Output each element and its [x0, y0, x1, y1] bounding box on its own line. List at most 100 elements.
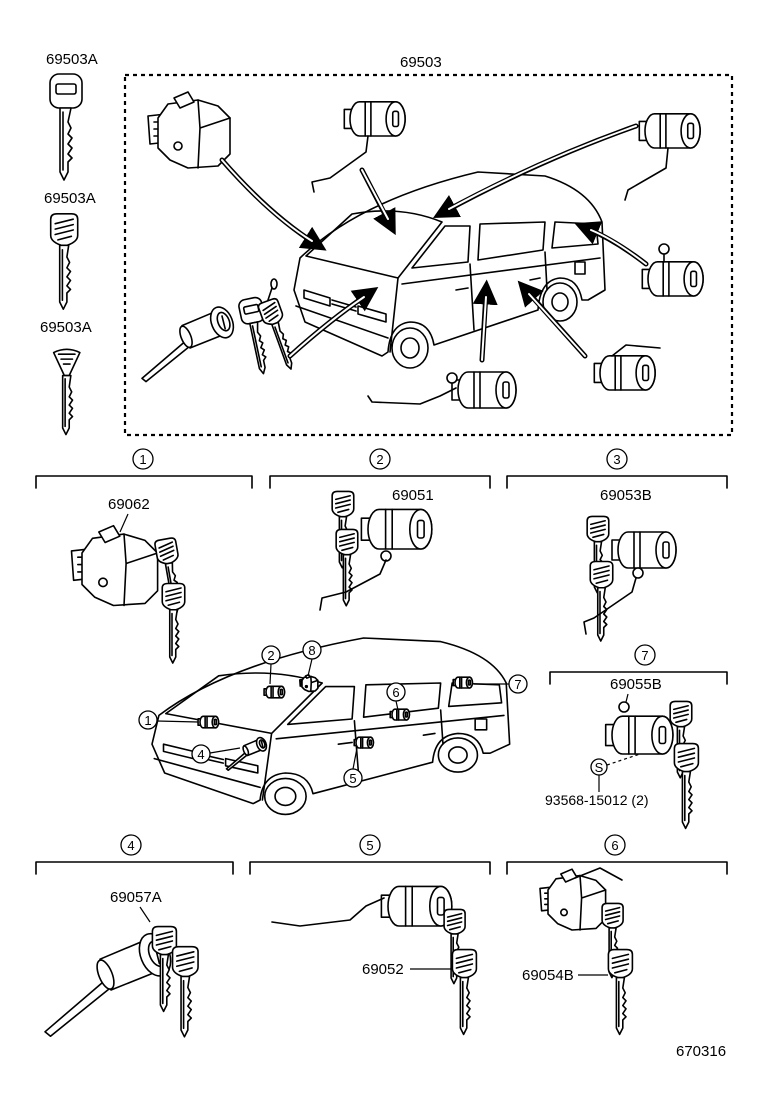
van-callout-6: 6 — [386, 682, 406, 702]
section-4-number: 4 — [127, 838, 134, 853]
assembly-part-right-middle-cylinder — [641, 244, 704, 297]
key-part-label-2: 69503A — [44, 190, 96, 207]
assembly-part-bottom-right-cylinder — [593, 345, 660, 391]
section-2-rod — [320, 560, 386, 610]
van-callout-2: 2 — [261, 645, 281, 665]
arrow-top-cylinder — [359, 167, 396, 236]
section-7: 7 69055B S 93568-15012 (2) — [545, 644, 727, 830]
section-6-key-2 — [607, 948, 634, 1036]
arrow-ignition — [287, 286, 379, 359]
section-2-part-label: 69051 — [392, 487, 434, 504]
svg-text:5: 5 — [349, 771, 356, 786]
section-5-bracket — [250, 862, 490, 874]
section-3-part-label: 69053B — [600, 487, 652, 504]
arrow-back-lock — [219, 157, 327, 251]
section-3-bracket — [507, 476, 727, 488]
van-callout-3: 8 — [302, 640, 322, 660]
section-5: 5 69052 — [250, 834, 490, 1036]
van-part-7 — [452, 676, 473, 689]
section-1-lock-illustration — [70, 524, 159, 607]
section-7-part-label: 69055B — [610, 676, 662, 693]
svg-text:4: 4 — [197, 747, 204, 762]
section-2-number: 2 — [376, 452, 383, 467]
van-callout-7: 7 — [508, 674, 528, 694]
section-7-cylinder-illustration — [604, 715, 674, 755]
van-part-5 — [353, 736, 374, 749]
section-4: 4 69057A — [36, 834, 233, 1038]
section-5-rod — [272, 898, 384, 926]
illustration-number: 670316 — [676, 1043, 726, 1060]
arrow-right-middle — [574, 221, 649, 267]
van-part-1 — [197, 716, 219, 729]
van-part-6 — [389, 708, 410, 721]
section-3-number: 3 — [613, 452, 620, 467]
section-6: 6 69054B — [507, 834, 727, 1036]
section-3: 3 69053B — [507, 448, 727, 642]
arrow-right-upper — [433, 123, 639, 218]
section-1-key-2 — [161, 582, 186, 664]
fastener-marker: S — [590, 758, 608, 776]
section-6-number: 6 — [611, 838, 618, 853]
section-4-part-label: 69057A — [110, 889, 162, 906]
section-7-key-2 — [673, 742, 700, 830]
assembly-part-right-upper-cylinder — [625, 113, 701, 200]
assembly-dotted-frame — [123, 73, 734, 437]
van-part-2 — [263, 686, 285, 699]
key-illustration-2 — [49, 213, 79, 310]
section-3-key-2 — [589, 560, 614, 642]
key-illustration-1 — [49, 73, 83, 181]
section-7-marker: 7 — [634, 644, 656, 666]
svg-text:6: 6 — [392, 685, 399, 700]
section-4-marker: 4 — [120, 834, 142, 856]
section-2-bracket — [270, 476, 490, 488]
van-callout-1: 1 — [138, 710, 158, 730]
section-2: 2 69051 — [270, 448, 490, 610]
key-part-label-1: 69503A — [46, 51, 98, 68]
section-5-key-2 — [451, 948, 478, 1036]
assembly-part-ignition — [141, 279, 302, 383]
assembly-arrows — [219, 123, 649, 363]
arrow-bottom-right — [517, 280, 588, 359]
assembly-set: 69503 — [123, 54, 734, 437]
section-7-bracket — [550, 672, 727, 684]
section-1-part-label: 69062 — [108, 496, 150, 513]
section-1: 1 69062 — [36, 448, 252, 664]
section-1-number: 1 — [139, 452, 146, 467]
key-illustration-3 — [52, 348, 81, 436]
section-5-cylinder-illustration — [380, 885, 453, 927]
section-6-marker: 6 — [604, 834, 626, 856]
section-3-rod — [584, 578, 636, 634]
section-6-wire — [575, 868, 622, 880]
assembly-part-back-door-lock — [147, 91, 231, 169]
svg-text:1: 1 — [144, 713, 151, 728]
section-6-lock-illustration — [539, 868, 607, 931]
section-6-part-label: 69054B — [522, 967, 574, 984]
svg-text:8: 8 — [308, 643, 315, 658]
section-5-marker: 5 — [359, 834, 381, 856]
section-3-cylinder-illustration — [611, 531, 677, 569]
section-2-cylinder-illustration — [360, 508, 433, 550]
section-4-key-2 — [171, 946, 199, 1038]
section-1-bracket — [36, 476, 252, 488]
section-4-bracket — [36, 862, 233, 874]
svg-text:2: 2 — [267, 648, 274, 663]
section-1-marker: 1 — [132, 448, 154, 470]
assembly-part-bottom-center-cylinder — [368, 371, 517, 409]
svg-text:7: 7 — [514, 677, 521, 692]
section-5-part-label: 69052 — [362, 961, 404, 978]
van-callout-5: 5 — [343, 768, 363, 788]
van-illustration-top — [293, 171, 606, 369]
key-part-label-3: 69503A — [40, 319, 92, 336]
section-7-bolt — [619, 702, 629, 712]
assembly-part-top-cylinder — [312, 101, 406, 192]
vehicle-location-view: 1 2 8 4 5 6 7 — [138, 637, 528, 816]
fastener-symbol: S — [595, 760, 604, 775]
section-7-number: 7 — [641, 648, 648, 663]
van-callout-4: 4 — [191, 744, 211, 764]
section-2-marker: 2 — [369, 448, 391, 470]
fastener-part-label: 93568-15012 (2) — [545, 792, 649, 808]
section-3-marker: 3 — [606, 448, 628, 470]
section-5-number: 5 — [366, 838, 373, 853]
key-column: 69503A 69503A 69503A — [40, 51, 98, 436]
